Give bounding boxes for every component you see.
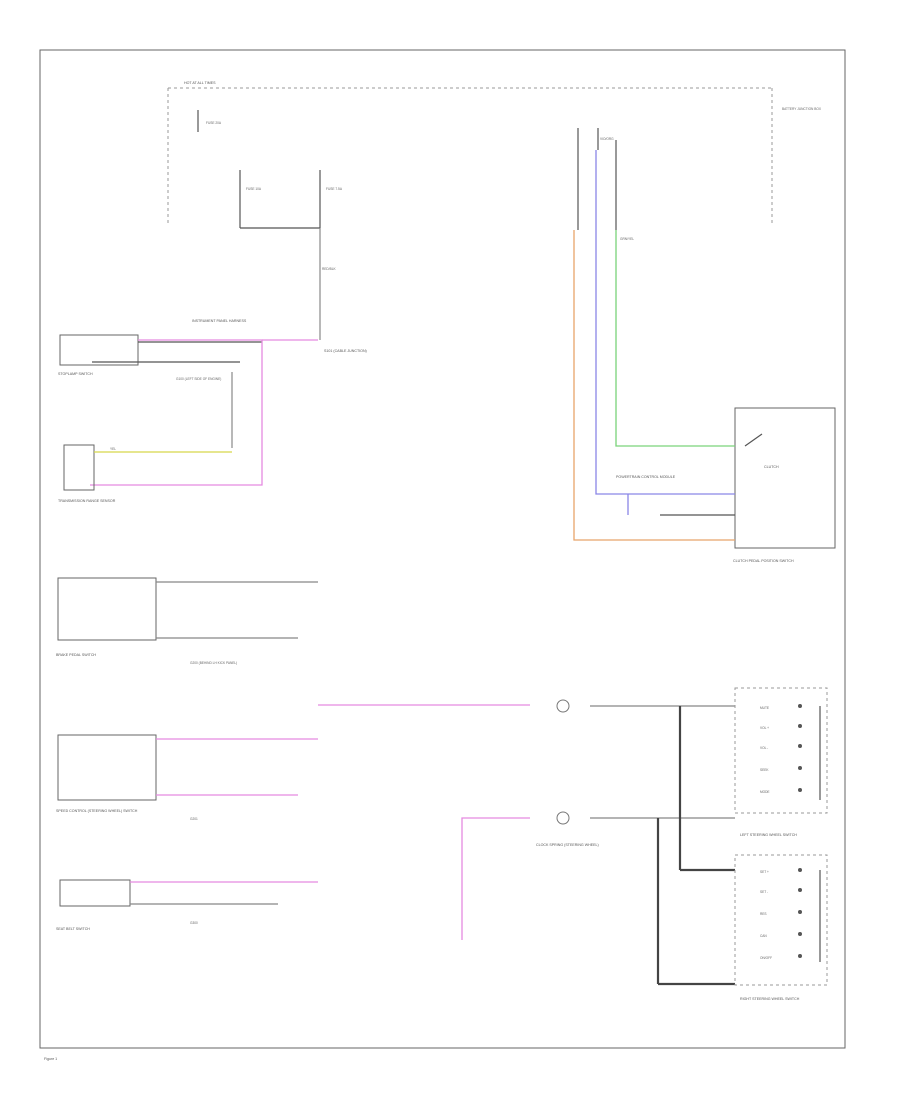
seat-belt-circuit: SEAT BELT SWITCH G300 <box>56 879 318 931</box>
lh-row-5: MODE <box>760 790 770 794</box>
lh-row-2: VOL + <box>760 726 769 730</box>
g3-label: G201 <box>190 817 198 821</box>
g2-label: G200 (BEHIND LH KICK PANEL) <box>190 661 237 665</box>
rh-row-5: ON/OFF <box>760 956 772 960</box>
clutch-switch-label: CLUTCH PEDAL POSITION SWITCH <box>733 559 794 563</box>
pink-wire-stoplamp <box>90 339 263 486</box>
lh-row-1: MUTE <box>760 706 769 710</box>
pcm-label: POWERTRAIN CONTROL MODULE <box>616 475 676 479</box>
trans-range-label: TRANSMISSION RANGE SENSOR <box>58 499 116 503</box>
fuse-group: FUSE 10A FUSE 7.5A RED/BLK S101 (CABLE J… <box>239 170 367 353</box>
footer-label: Figure 1 <box>44 1057 57 1061</box>
rh-switch-label: RIGHT STEERING WHEEL SWITCH <box>740 997 800 1001</box>
rh-row-3: RES <box>760 912 767 916</box>
wire-grn-label: GRN/YEL <box>620 237 634 241</box>
top-bus: HOT AT ALL TIMES FUSE 20A BATTERY JUNCTI… <box>167 81 822 225</box>
trans-range-circuit: YEL TRANSMISSION RANGE SENSOR <box>58 444 232 503</box>
left-steering-switch: MUTE VOL + VOL - SEEK MODE LEFT STEERING… <box>734 687 828 837</box>
seat-belt-label: SEAT BELT SWITCH <box>56 927 90 931</box>
clockspring-circuit: CLOCK SPRING (STEERING WHEEL) <box>318 699 735 986</box>
brake-pedal-label: BRAKE PEDAL SWITCH <box>56 653 96 657</box>
fuse-a-label: FUSE 20A <box>206 121 222 125</box>
hot-at-all-times-label: HOT AT ALL TIMES <box>184 81 216 85</box>
g1-label: G100 (LEFT SIDE OF ENGINE) <box>176 377 221 381</box>
brake-pedal-circuit: BRAKE PEDAL SWITCH G200 (BEHIND LH KICK … <box>56 577 318 665</box>
clutch-label: CLUTCH <box>764 465 779 469</box>
fuse-c-label: FUSE 7.5A <box>326 187 343 191</box>
speed-control-circuit: SPEED CONTROL (STEERING WHEEL) SWITCH G2… <box>56 734 318 821</box>
clutch-switch-box: CLUTCH CLUTCH PEDAL POSITION SWITCH <box>733 407 836 563</box>
brake-switch-label: STOPLAMP SWITCH <box>58 372 93 376</box>
wire-red-label: RED/BLK <box>322 267 337 271</box>
clockspring-label: CLOCK SPRING (STEERING WHEEL) <box>536 843 599 847</box>
speed-control-label: SPEED CONTROL (STEERING WHEEL) SWITCH <box>56 809 138 813</box>
lh-row-4: SEEK <box>760 768 769 772</box>
rh-row-1: SET + <box>760 870 769 874</box>
lh-row-3: VOL - <box>760 746 768 750</box>
wire-vio-label: VIO/ORG <box>600 137 614 141</box>
g4-label: G300 <box>190 921 198 925</box>
splice-top-label: S101 (CABLE JUNCTION) <box>324 349 367 353</box>
rh-row-4: CAN <box>760 934 767 938</box>
bjb-label: BATTERY JUNCTION BOX <box>782 107 822 111</box>
c-top-label: INSTRUMENT PANEL HARNESS <box>192 319 247 323</box>
diagram-frame <box>39 49 846 1049</box>
stoplamp-circuit: STOPLAMP SWITCH INSTRUMENT PANEL HARNESS… <box>58 319 318 486</box>
wire-yel-label: YEL <box>110 447 116 451</box>
rh-row-2: SET - <box>760 890 768 894</box>
fuse-b-label: FUSE 10A <box>246 187 262 191</box>
lh-switch-label: LEFT STEERING WHEEL SWITCH <box>740 833 797 837</box>
clutch-wires: VIO/ORG GRN/YEL POWERTRAIN CONTROL MODUL… <box>573 128 735 541</box>
right-steering-switch: SET + SET - RES CAN ON/OFF RIGHT STEERIN… <box>734 854 828 1001</box>
